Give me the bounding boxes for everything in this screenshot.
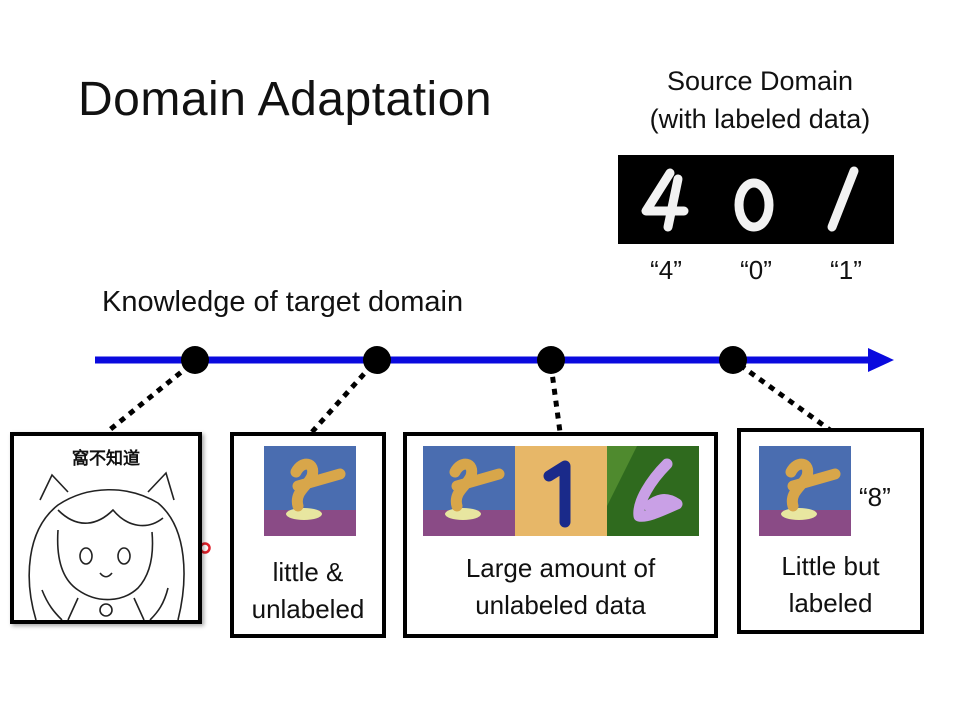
- little-labeled-box: “8” Little but labeled: [737, 428, 924, 634]
- digit-1-glyph: [827, 166, 859, 232]
- connector-2: [310, 363, 374, 434]
- scale-dot-4: [719, 346, 747, 374]
- little-labeled-caption: Little but labeled: [741, 548, 920, 622]
- target-digit-image-1: [423, 446, 515, 536]
- large-unlabeled-caption: Large amount of unlabeled data: [407, 550, 714, 624]
- source-domain-title-line1: Source Domain: [666, 66, 854, 96]
- little-unlabeled-box: little & unlabeled: [230, 432, 386, 638]
- caption-line2: unlabeled: [251, 594, 365, 624]
- digit-label-0: “0”: [740, 255, 772, 285]
- little-unlabeled-caption: little & unlabeled: [234, 554, 382, 628]
- scale-dot-2: [363, 346, 391, 374]
- caption-line1: little &: [272, 557, 344, 587]
- connector-4: [738, 362, 832, 433]
- caption-line2: labeled: [788, 588, 873, 618]
- source-domain-title: Source Domain (with labeled data): [610, 62, 910, 138]
- knowledge-axis-label: Knowledge of target domain: [102, 286, 464, 318]
- digit-label-4: “4”: [650, 255, 682, 285]
- dotted-connectors: [105, 362, 832, 434]
- source-domain-title-line2: (with labeled data): [649, 104, 871, 134]
- caption-line2: unlabeled data: [475, 590, 646, 620]
- source-digit-strip: [618, 155, 894, 244]
- scale-dot-3: [537, 346, 565, 374]
- connector-1: [105, 363, 192, 434]
- no-knowledge-box: 窩不知道: [10, 432, 202, 624]
- slide-title: Domain Adaptation: [78, 73, 493, 126]
- target-digit-image: [264, 446, 356, 536]
- digit-label-8: “8”: [859, 482, 891, 512]
- cartoon-girl-image: [28, 471, 185, 620]
- caption-line1: Little but: [781, 551, 880, 581]
- digit-0-glyph: [734, 178, 774, 232]
- target-digit-image: [759, 446, 851, 536]
- target-digit-image-2: [515, 446, 607, 536]
- cartoon-caption: 窩不知道: [72, 449, 140, 468]
- digit-4-glyph: [641, 168, 689, 232]
- connector-3: [548, 364, 563, 433]
- caption-line1: Large amount of: [465, 553, 656, 583]
- scale-dot-1: [181, 346, 209, 374]
- knowledge-axis-arrowhead: [868, 348, 894, 372]
- digit-label-1: “1”: [830, 255, 862, 285]
- large-unlabeled-box: Large amount of unlabeled data: [403, 432, 718, 638]
- target-digit-image-3: [607, 446, 699, 536]
- handwritten-digits-image: [618, 155, 894, 244]
